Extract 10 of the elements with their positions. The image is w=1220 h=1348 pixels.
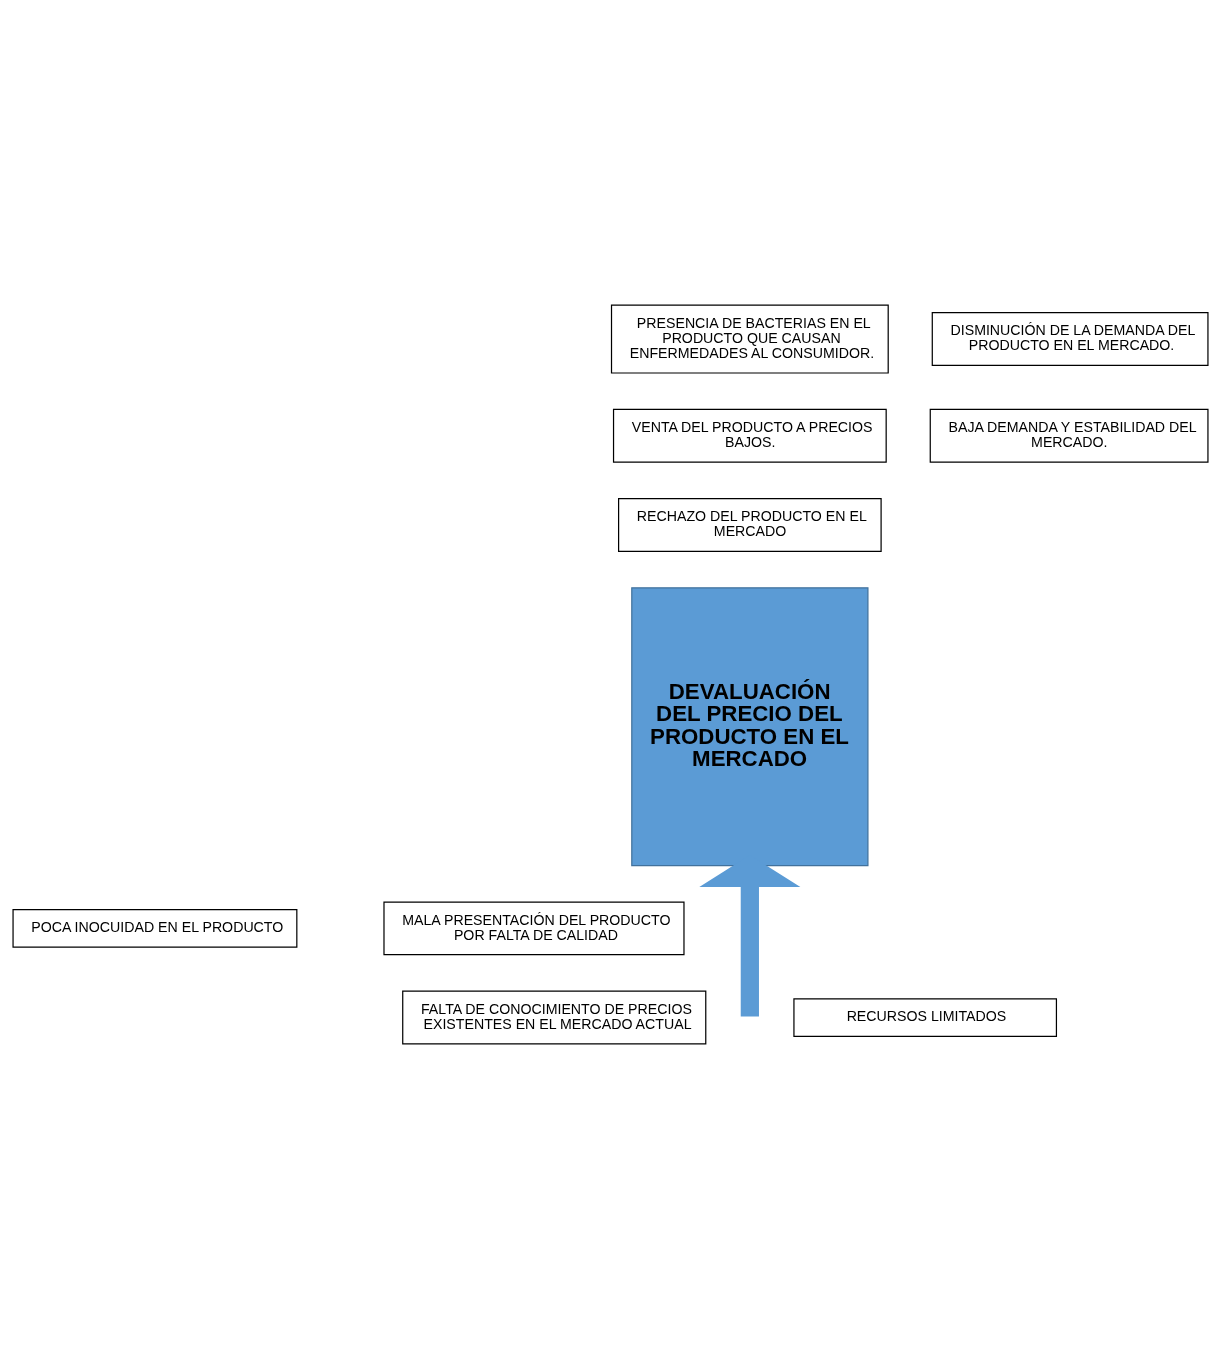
node-box: PRESENCIA DE BACTERIAS EN EL PRODUCTO QUE CAUSAN ENFERMEDADES AL CONSUMIDOR. — [610, 303, 889, 374]
node-box: RECURSOS LIMITADOS — [792, 997, 1057, 1037]
node-box: POCA INOCUIDAD EN EL PRODUCTO — [11, 908, 297, 948]
node-box: MALA PRESENTACIÓN DEL PRODUCTO POR FALTA DE CALIDAD — [382, 900, 685, 955]
node-box: FALTA DE CONOCIMIENTO DE PRECIOS EXISTENTES EN EL MERCADO ACTUAL — [401, 990, 706, 1044]
node-box: VENTA DEL PRODUCTO A PRECIOS BAJOS. — [612, 408, 887, 463]
node-box: RECHAZO DEL PRODUCTO EN EL MERCADO — [617, 497, 882, 552]
node-box: DEVALUACIÓN DEL PRECIO DEL PRODUCTO EN EL MERCADO — [630, 586, 869, 866]
node-box: DISMINUCIÓN DE LA DEMANDA DEL PRODUCTO EN EL MERCADO. — [931, 311, 1209, 366]
node-box: BAJA DEMANDA Y ESTABILIDAD DEL MERCADO. — [929, 408, 1209, 463]
